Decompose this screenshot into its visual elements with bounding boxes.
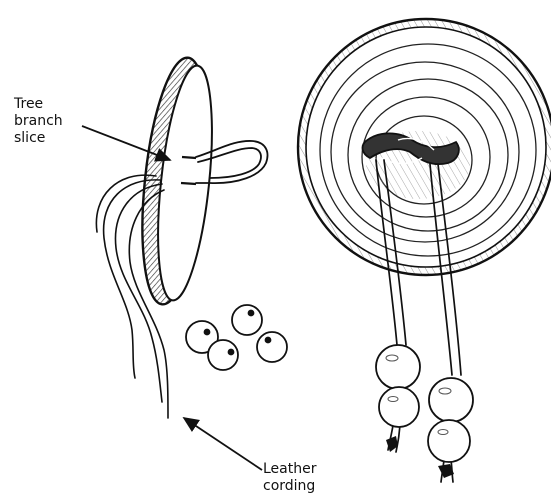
bead-2 [232,305,262,335]
bead-4 [257,332,287,362]
tree-branch-slice-label-line-1: Tree [14,96,63,113]
leather-cording-label: Leather cording [263,461,316,495]
bead-3 [208,340,238,370]
finished-button [298,19,551,275]
tree-branch-slice-label: Tree branch slice [14,96,63,147]
tree-branch-slice-label-line-3: slice [14,130,63,147]
loose-beads [186,305,287,370]
leather-cording-label-line-1: Leather [263,461,316,478]
hole-upper [182,157,196,158]
tree-branch-slice-label-line-2: branch [14,113,63,130]
threaded-bead-4 [428,420,470,462]
threaded-bead-2 [379,387,419,427]
leather-cording-arrow [184,418,262,470]
threaded-bead-1 [376,345,420,389]
leather-cording-label-line-2: cording [263,478,316,495]
threaded-bead-3 [429,378,473,422]
hole-lower [181,183,196,184]
